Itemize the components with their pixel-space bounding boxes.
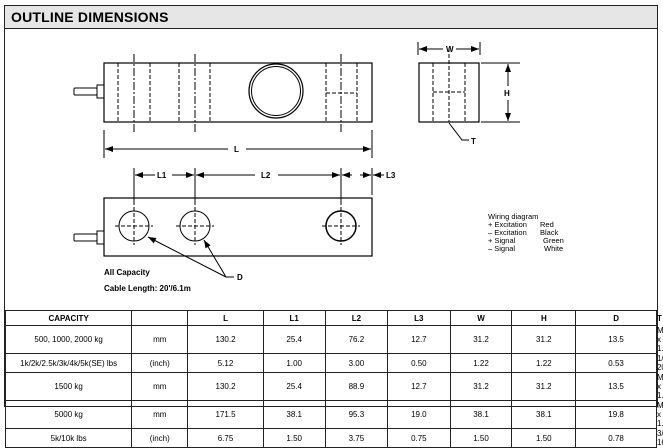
table-cell: 1.22 <box>450 354 512 373</box>
table-cell: 1.50 <box>512 429 576 448</box>
table-cell: 1.50 <box>450 429 512 448</box>
dim-label-w: W <box>446 45 454 54</box>
dim-label-l1: L1 <box>157 171 166 180</box>
column-header: H <box>512 311 576 326</box>
dim-label-l3: L3 <box>386 171 395 180</box>
table-cell: 88.9 <box>325 373 387 401</box>
table-cell: 25.4 <box>263 326 325 354</box>
table-cell: 12.7 <box>388 326 450 354</box>
table-cell: 5.12 <box>188 354 264 373</box>
table-cell: 12.7 <box>388 373 450 401</box>
table-cell: 31.2 <box>512 326 576 354</box>
table-cell: 1k/2k/2.5k/3k/4k/5k(SE) lbs <box>6 354 132 373</box>
column-header: L3 <box>388 311 450 326</box>
top-view <box>74 168 384 277</box>
column-header: L2 <box>325 311 387 326</box>
dim-label-h: H <box>504 89 510 98</box>
column-header: W <box>450 311 512 326</box>
table-cell: 130.2 <box>188 373 264 401</box>
side-view <box>74 54 372 158</box>
table-cell: 1.00 <box>263 354 325 373</box>
table-cell: 25.4 <box>263 373 325 401</box>
table-cell: mm <box>132 373 188 401</box>
table-cell: 1.50 <box>263 429 325 448</box>
wiring-color: White <box>540 245 563 253</box>
note-all-capacity: All Capacity <box>104 268 150 277</box>
dim-label-t: T <box>471 137 476 146</box>
table-cell: 1500 kg <box>6 373 132 401</box>
table-cell: 3.75 <box>325 429 387 448</box>
table-cell: (inch) <box>132 354 188 373</box>
table-cell: mm <box>132 326 188 354</box>
table-cell: 13.5 <box>576 373 657 401</box>
table-cell: 76.2 <box>325 326 387 354</box>
column-header: CAPACITY <box>6 311 132 326</box>
table-cell: 0.53 <box>576 354 657 373</box>
table-cell: 31.2 <box>450 373 512 401</box>
table-cell: 31.2 <box>450 326 512 354</box>
table-cell: 500, 1000, 2000 kg <box>6 326 132 354</box>
table-cell: 13.5 <box>576 326 657 354</box>
table-cell: 0.78 <box>576 429 657 448</box>
table-cell: 6.75 <box>188 429 264 448</box>
wiring-signal: – Signal <box>488 245 540 253</box>
table-cell: 0.50 <box>388 354 450 373</box>
table-cell: 3.00 <box>325 354 387 373</box>
table-cell: 130.2 <box>188 326 264 354</box>
dim-label-d: D <box>237 273 243 282</box>
dim-label-l2: L2 <box>261 171 270 180</box>
table-row: 1500 kgmm130.225.488.912.731.231.213.5M1… <box>6 373 657 401</box>
column-header: L1 <box>263 311 325 326</box>
table-cell: (inch) <box>132 429 188 448</box>
table-cell: 5k/10k lbs <box>6 429 132 448</box>
table-cell: 1.22 <box>512 354 576 373</box>
column-header: D <box>576 311 657 326</box>
note-cable-length: Cable Length: 20'/6.1m <box>104 284 191 293</box>
table-cell: 0.75 <box>388 429 450 448</box>
column-header: L <box>188 311 264 326</box>
table-cell: 31.2 <box>512 373 576 401</box>
dim-label-l: L <box>234 145 239 154</box>
column-header <box>132 311 188 326</box>
